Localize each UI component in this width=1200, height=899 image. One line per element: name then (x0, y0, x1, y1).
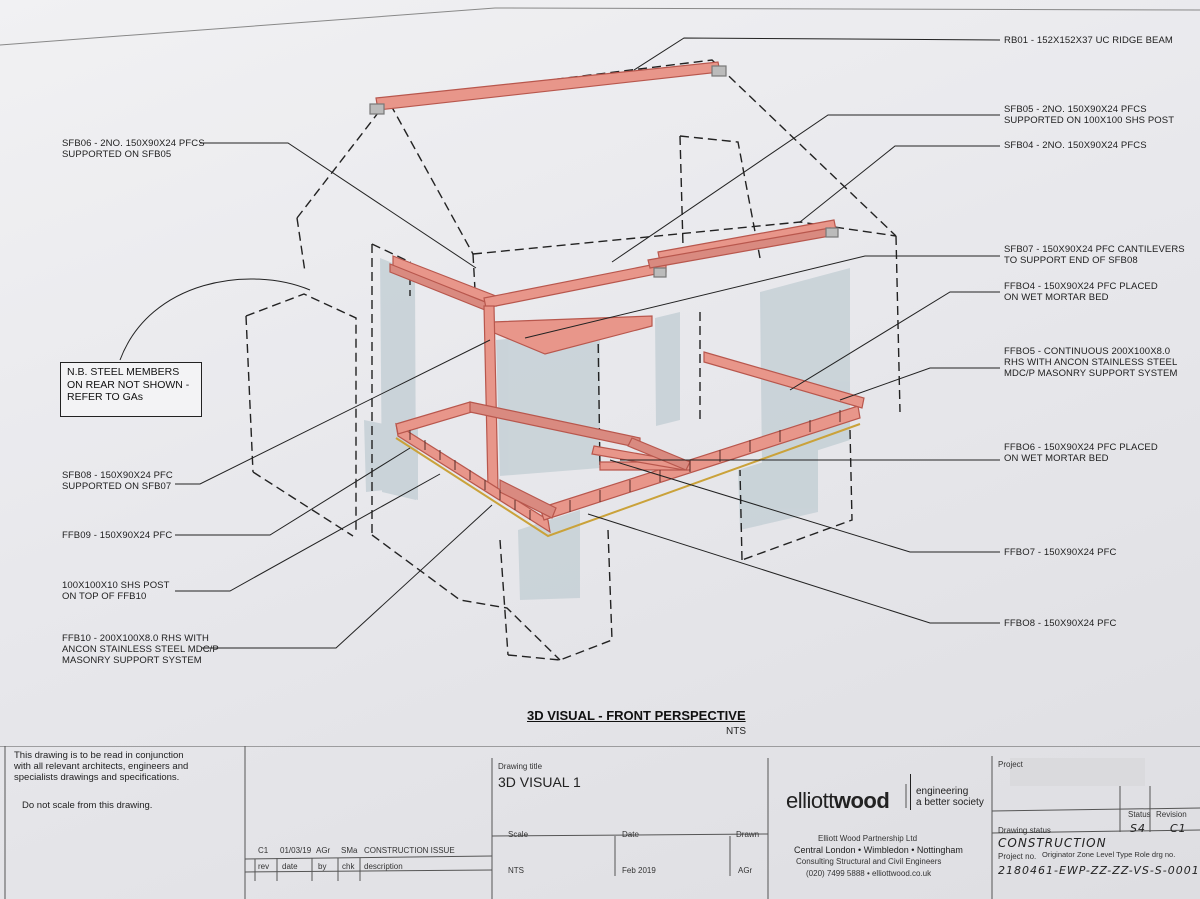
rev-header: rev (258, 862, 270, 871)
drawn-value: AGr (738, 866, 753, 875)
label-rb01: RB01 - 152x152x37 UC RIDGE BEAM (1004, 35, 1173, 46)
revision-value: C1 (1170, 822, 1187, 835)
titleblock-notes: This drawing is to be read in conjunctio… (14, 750, 188, 783)
view-scale: NTS (726, 726, 746, 737)
chk-header: chk (342, 862, 355, 871)
tagline-line2: a better society (916, 797, 984, 808)
date-value: Feb 2019 (622, 866, 656, 875)
label-sfb05-line2: SUPPORTED ON 100x100 SHS POST (1004, 115, 1175, 126)
label-ffbo6-line2: ON WET MORTAR BED (1004, 453, 1109, 464)
status-label: Status (1128, 810, 1151, 819)
description-header: description (364, 862, 403, 871)
label-ffb09: FFB09 - 150x90x24 PFC (62, 530, 173, 541)
drawing-title: 3D VISUAL 1 (498, 774, 581, 790)
label-ffbo6-line1: FFBO6 - 150x90x24 PFC PLACED (1004, 442, 1158, 453)
date-header: date (282, 862, 298, 871)
by-header: by (318, 862, 327, 871)
date-label: Date (622, 830, 639, 839)
titleblock-grid (0, 746, 1200, 899)
drawing-title-label: Drawing title (498, 762, 543, 771)
label-ffb10-line1: FFB10 - 200x100x8.0 RHS WITH (62, 633, 209, 644)
drawing-status-label: Drawing status (998, 826, 1051, 835)
rear-members-note: N.B. STEEL MEMBERS ON REAR NOT SHOWN - R… (60, 362, 202, 417)
logo-part-b: wood (833, 788, 890, 813)
company-contact: (020) 7499 5888 • elliottwood.co.uk (806, 869, 932, 878)
label-ffbo4-line2: ON WET MORTAR BED (1004, 292, 1109, 303)
ridge-beam-rb01 (375, 61, 721, 111)
label-sfb06: SFB06 - 2No. 150x90x24 PFCsSUPPORTED ON … (62, 138, 205, 160)
label-ffb10-line2: ANCON STAINLESS STEEL MDC/P (62, 644, 219, 655)
steel-ffb04 (703, 351, 865, 409)
redacted-project (1010, 758, 1145, 786)
leader-lines (119, 37, 1001, 649)
note-line2: ON REAR NOT SHOWN - (67, 378, 190, 391)
note-line3: REFER TO GAs (67, 391, 144, 403)
label-sfb05: SFB05 - 2No. 150x90x24 PFCsSUPPORTED ON … (1004, 104, 1174, 126)
status-value: S4 (1130, 822, 1146, 835)
company-service: Consulting Structural and Civil Engineer… (796, 857, 942, 866)
drawing-number: 2180461-EWP-ZZ-ZZ-VS-S-0001 (998, 864, 1200, 877)
rev-date-value: 01/03/19 (280, 846, 312, 855)
fixing-ticks (409, 410, 841, 520)
sheet-border (0, 7, 1200, 46)
glazing-panels (364, 258, 850, 600)
revision-label: Revision (1156, 810, 1187, 819)
steel-sfb05 (483, 261, 667, 309)
label-shs-line1: 100x100x10 SHS POST (62, 580, 170, 591)
label-ffbo4-line1: FFBO4 - 150x90x24 PFC PLACED (1004, 281, 1158, 292)
company-logo: elliottwood (786, 788, 890, 814)
label-sfb05-line1: SFB05 - 2No. 150x90x24 PFCs (1004, 104, 1147, 115)
view-title: 3D VISUAL - FRONT PERSPECTIVE (527, 708, 746, 723)
label-sfb08-line1: SFB08 - 150x90x24 PFC (62, 470, 173, 481)
scale-label: Scale (508, 830, 529, 839)
tagline-line1: engineering (916, 786, 969, 797)
note-text-3: specialists drawings and specifications. (14, 772, 180, 783)
logo-divider (910, 774, 911, 810)
rev-description-value: CONSTRUCTION ISSUE (364, 846, 455, 855)
project-no-label: Project no. (998, 852, 1037, 861)
drawing-status: CONSTRUCTION (998, 836, 1107, 850)
note-text-1: This drawing is to be read in conjunctio… (14, 750, 184, 761)
label-sfb07-line1: SFB07 - 150x90x24 PFC CANTILEVERS (1004, 244, 1185, 255)
scale-value: NTS (508, 866, 524, 875)
label-shs-line2: ON TOP OF FFB10 (62, 591, 147, 602)
label-sfb08-line2: SUPPORTED ON SFB07 (62, 481, 172, 492)
drawn-label: Drawn (736, 830, 760, 839)
label-ffbo8: FFBO8 - 150x90x24 PFC (1004, 618, 1117, 629)
logo-part-a: elliott (786, 788, 834, 813)
label-sfb04: SFB04 - 2No. 150x90x24 PFCs (1004, 140, 1147, 151)
label-sfb07-line2: TO SUPPORT END OF SFB08 (1004, 255, 1138, 266)
company-name: Elliott Wood Partnership Ltd (818, 834, 918, 843)
label-ffbo5-line2: RHS WITH ANCON STAINLESS STEEL (1004, 357, 1178, 368)
do-not-scale-note: Do not scale from this drawing. (22, 800, 153, 811)
company-tagline: engineering a better society (916, 786, 984, 808)
label-ffbo5-line3: MDC/P MASONRY SUPPORT SYSTEM (1004, 368, 1178, 379)
code-header: Originator Zone Level Type Role drg no. (1042, 850, 1176, 859)
rev-value: C1 (258, 846, 269, 855)
masonry-support (395, 423, 861, 538)
label-sfb06-line2: SUPPORTED ON SFB05 (62, 149, 172, 160)
company-offices: Central London • Wimbledon • Nottingham (794, 845, 963, 855)
building-outline (245, 59, 901, 661)
note-text-2: with all relevant architects, engineers … (14, 761, 189, 772)
label-sfb06-line1: SFB06 - 2No. 150x90x24 PFCs (62, 138, 205, 149)
rev-chk-value: SMa (341, 846, 358, 855)
label-ffbo5-line1: FFBO5 - CONTINUOUS 200x100x8.0 (1004, 346, 1171, 357)
rev-by-value: AGr (316, 846, 331, 855)
note-line1: N.B. STEEL MEMBERS (67, 366, 180, 378)
project-label: Project (998, 760, 1023, 769)
label-ffb10-line3: MASONRY SUPPORT SYSTEM (62, 655, 202, 666)
label-ffbo7: FFBO7 - 150x90x24 PFC (1004, 547, 1117, 558)
